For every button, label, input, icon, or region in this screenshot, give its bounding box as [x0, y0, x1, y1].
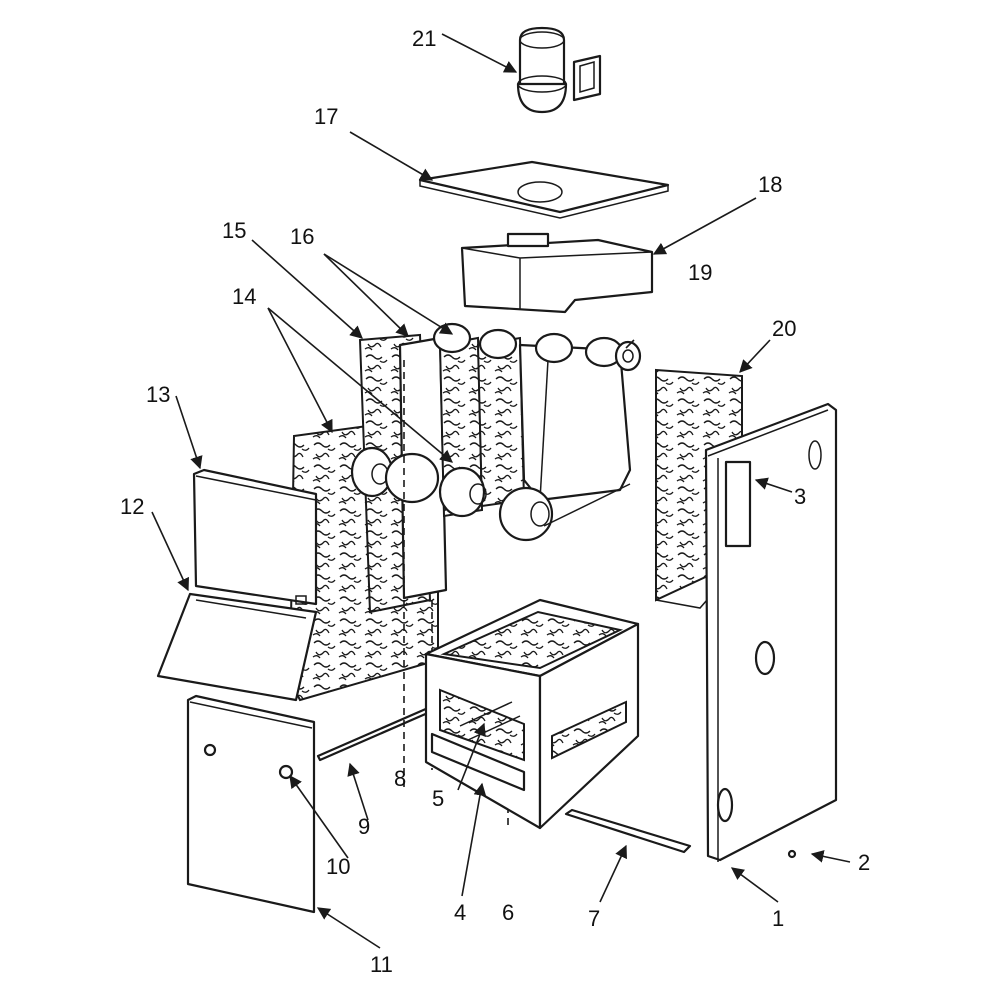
- vent-collar-part: [516, 26, 602, 114]
- callout-leaders: [151, 33, 851, 949]
- callout-2: 2: [858, 850, 870, 875]
- screw-part: [787, 849, 797, 859]
- callout-labels: 21 17 18 15 16 19 14 20 13 12 3 8 5 9 10…: [120, 26, 870, 977]
- callout-7: 7: [588, 906, 600, 931]
- side-jacket-panel-part: [704, 402, 838, 862]
- top-panel-part: [418, 160, 670, 219]
- callout-20: 20: [772, 316, 796, 341]
- callout-1: 1: [772, 906, 784, 931]
- callout-17: 17: [314, 104, 338, 129]
- callout-6: 6: [502, 900, 514, 925]
- callout-18: 18: [758, 172, 782, 197]
- callout-10: 10: [326, 854, 350, 879]
- burner-base-part: [424, 598, 640, 830]
- door-knob-part: [278, 764, 294, 780]
- callout-21: 21: [412, 26, 436, 51]
- callout-8: 8: [394, 766, 406, 791]
- heat-exchanger-part: [350, 322, 642, 614]
- callout-14: 14: [232, 284, 256, 309]
- callout-5: 5: [432, 786, 444, 811]
- callout-3: 3: [794, 484, 806, 509]
- flue-collector-part: [460, 232, 654, 314]
- callout-4: 4: [454, 900, 466, 925]
- callout-13: 13: [146, 382, 170, 407]
- access-panel-part: [156, 592, 318, 702]
- callout-9: 9: [358, 814, 370, 839]
- rod-part: [316, 706, 432, 762]
- callout-11: 11: [370, 952, 393, 977]
- rail-part: [564, 808, 692, 854]
- callout-12: 12: [120, 494, 144, 519]
- upper-door-part: [192, 468, 318, 606]
- callout-19: 19: [688, 260, 712, 285]
- lower-door-part: [186, 694, 316, 914]
- callout-15: 15: [222, 218, 246, 243]
- callout-16: 16: [290, 224, 314, 249]
